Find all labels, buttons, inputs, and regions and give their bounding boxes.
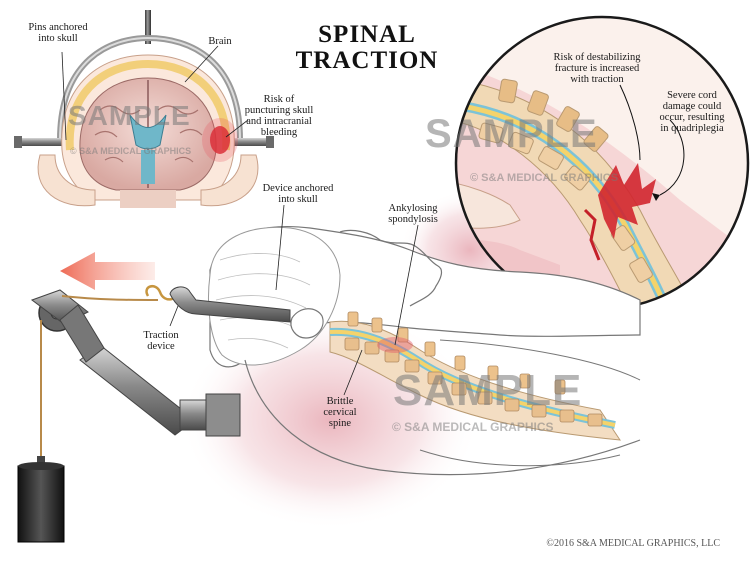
patient-body	[208, 225, 641, 476]
label-device-anchored: Device anchored into skull	[262, 183, 334, 205]
watermark-sample-2: SAMPLE	[425, 112, 598, 156]
page-title: SPINAL TRACTION	[282, 22, 452, 74]
halo-top-post	[145, 10, 151, 44]
pull-arrow-icon	[60, 252, 155, 290]
left-pin	[18, 138, 64, 146]
traction-weight	[17, 465, 65, 543]
watermark-sub-3: © S&A MEDICAL GRAPHICS	[392, 420, 554, 434]
watermark-sub-2: © S&A MEDICAL GRAPHICS	[470, 172, 619, 184]
label-severe-cord: Severe cord damage could occur, resultin…	[659, 90, 725, 134]
watermark-sample-3: SAMPLE	[393, 366, 583, 415]
label-pins-anchored: Pins anchored into skull	[28, 22, 88, 44]
cervical-spine	[329, 311, 622, 467]
label-traction-device: Traction device	[143, 330, 179, 352]
label-risk-puncturing: Risk of puncturing skull and intracrania…	[244, 94, 314, 138]
label-risk-destabilizing: Risk of destabilizing fracture is increa…	[553, 52, 641, 85]
ear	[290, 308, 324, 339]
skull-bracket	[169, 286, 291, 323]
label-brain: Brain	[208, 36, 232, 47]
watermark-sample-1: SAMPLE	[68, 100, 191, 131]
copyright-notice: ©2016 S&A MEDICAL GRAPHICS, LLC	[546, 538, 720, 549]
watermark-sub-1: © S&A MEDICAL GRAPHICS	[70, 146, 192, 156]
skull-cross-section	[14, 10, 274, 208]
fracture-highlight	[598, 163, 656, 239]
traction-apparatus	[17, 252, 291, 543]
label-ankylosing: Ankylosing spondylosis	[388, 203, 438, 225]
right-pin	[232, 138, 272, 146]
traction-cylinder	[79, 344, 196, 436]
title-line-2: TRACTION	[295, 47, 439, 74]
title-line-1: SPINAL	[318, 21, 416, 48]
bleeding-highlight	[210, 126, 230, 154]
label-brittle-spine: Brittle cervical spine	[323, 396, 357, 429]
